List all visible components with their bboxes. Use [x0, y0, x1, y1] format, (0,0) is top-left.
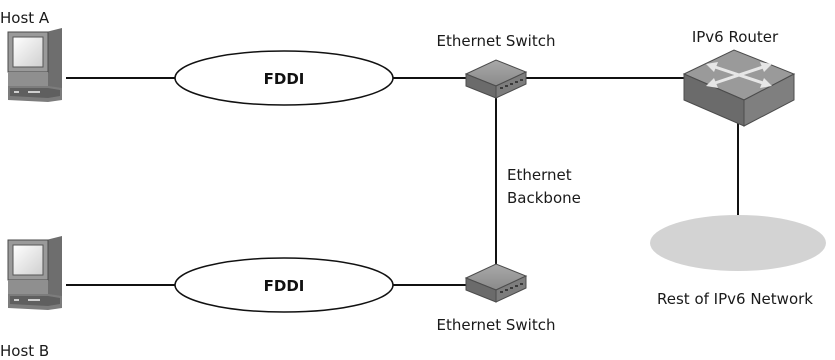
host-b-computer-icon — [7, 236, 62, 310]
ipv6-router-label: IPv6 Router — [692, 28, 779, 46]
ethernet-switch-top-icon — [464, 59, 528, 99]
host-a-computer-icon — [7, 28, 62, 102]
ethernet-switch-bottom-label: Ethernet Switch — [437, 316, 556, 334]
fddi-label-top: FDDI — [264, 70, 305, 88]
ipv6-network-cloud — [650, 215, 826, 271]
ethernet-backbone-label-line2: Backbone — [507, 189, 581, 207]
fddi-ring-top: FDDI — [174, 50, 394, 106]
ethernet-backbone-label-line1: Ethernet — [507, 166, 572, 184]
ipv6-router-icon — [682, 49, 796, 127]
fddi-ring-bottom: FDDI — [174, 257, 394, 313]
ethernet-switch-bottom-icon — [464, 263, 528, 303]
host-a-label: Host A — [0, 9, 50, 27]
ethernet-switch-top-label: Ethernet Switch — [437, 32, 556, 50]
rest-of-ipv6-network-label: Rest of IPv6 Network — [657, 290, 813, 308]
host-b-label: Host B — [0, 342, 49, 360]
fddi-label-bottom: FDDI — [264, 277, 305, 295]
links — [66, 77, 739, 286]
